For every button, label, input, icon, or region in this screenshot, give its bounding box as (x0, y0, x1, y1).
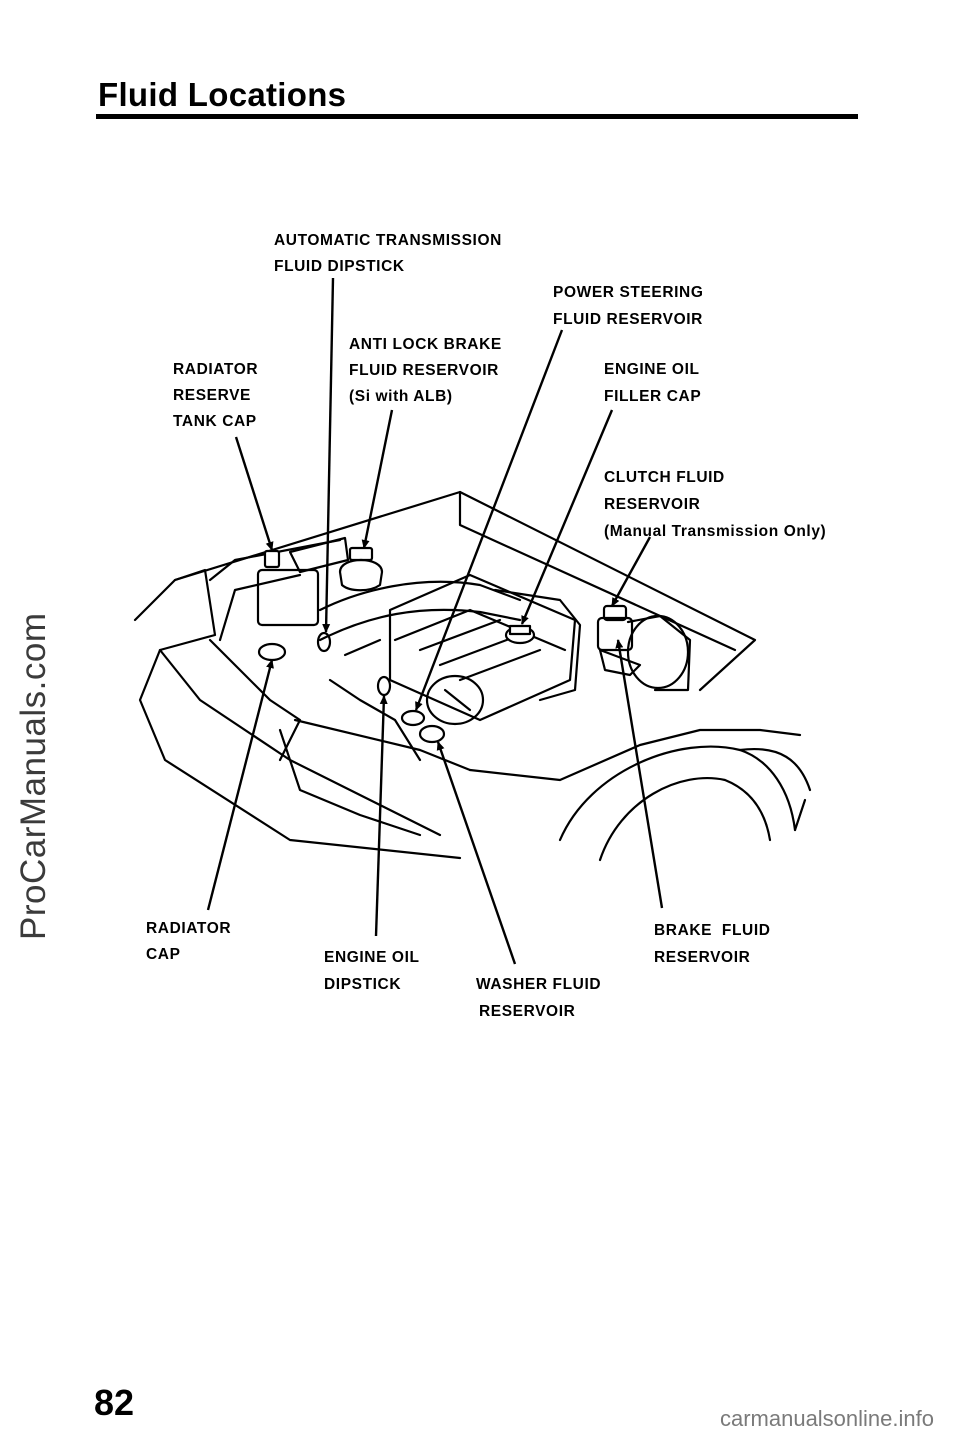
label-radiator-reserve: RADIATOR RESERVE TANK CAP (173, 361, 259, 430)
title-underline (96, 114, 858, 119)
footer-watermark: carmanualsonline.info (719, 1406, 934, 1431)
side-watermark: ProCarManuals.com (14, 612, 53, 941)
leader-oil-filler (520, 409, 614, 625)
page-title: Fluid Locations (98, 76, 347, 113)
leader-power-steering (414, 329, 564, 711)
label-clutch-fluid: CLUTCH FLUID RESERVOIR (Manual Transmiss… (604, 469, 827, 540)
label-abs-reservoir: ANTI LOCK BRAKE FLUID RESERVOIR (Si with… (349, 336, 502, 405)
intake-tube (318, 580, 522, 612)
leader-reserve-tank (234, 436, 274, 551)
label-atf-dipstick: AUTOMATIC TRANSMISSION FLUID DIPSTICK (274, 232, 502, 275)
fender (468, 728, 802, 782)
oil-dipstick-loop (376, 675, 392, 697)
ps-reservoir (400, 709, 426, 727)
leader-washer (436, 741, 517, 965)
atf-dipstick-loop (316, 631, 332, 653)
leader-radiator-cap (206, 659, 274, 911)
leader-brake (615, 639, 664, 909)
label-washer-fluid: WASHER FLUID RESERVOIR (476, 976, 602, 1020)
leader-clutch (610, 536, 652, 607)
reserve-tank-cap (263, 549, 281, 569)
label-radiator-cap: RADIATOR CAP (146, 920, 232, 963)
hood-outline (173, 490, 757, 692)
brake-reservoir (596, 616, 634, 652)
leader-oil-dipstick (374, 695, 388, 937)
air-filter (425, 674, 485, 726)
leader-abs (361, 409, 394, 549)
label-engine-oil-dipstick: ENGINE OIL DIPSTICK (324, 949, 420, 993)
label-brake-fluid: BRAKE FLUID RESERVOIR (654, 922, 771, 966)
washer-cap (418, 724, 446, 744)
reserve-tank (256, 568, 320, 627)
leader-atf (322, 277, 335, 633)
brake-booster (626, 614, 690, 690)
valve-cover (388, 573, 577, 722)
abs-reservoir (338, 559, 384, 592)
page-number: 82 (94, 1382, 135, 1423)
radiator-cap-shape (257, 642, 287, 662)
label-power-steering: POWER STEERING FLUID RESERVOIR (553, 284, 704, 328)
label-engine-oil-filler: ENGINE OIL FILLER CAP (604, 361, 702, 405)
wheel-arch (558, 745, 797, 842)
